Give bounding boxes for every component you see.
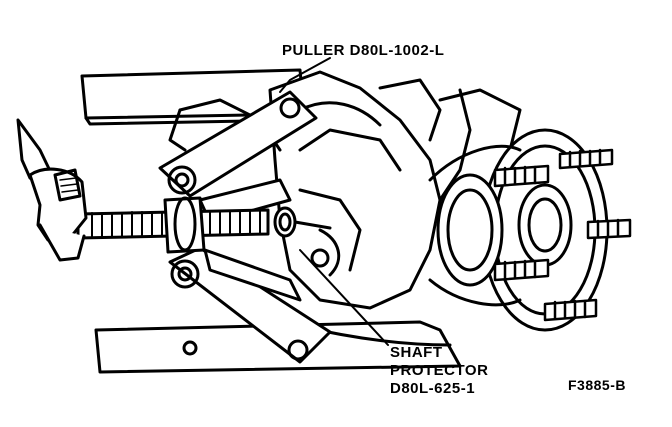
forcing-screw (76, 196, 270, 254)
wheel-studs (493, 148, 632, 322)
puller-label: PULLER D80L-1002-L (282, 42, 445, 59)
shaft-protector (273, 206, 332, 238)
spindle-knuckle (168, 70, 522, 310)
upper-puller-arm (158, 90, 318, 198)
leader-lines (279, 57, 389, 346)
shaft-protector-line-2: PROTECTOR (390, 362, 489, 379)
shaft-protector-line-1: SHAFT (390, 344, 443, 361)
shaft-protector-line-3: D80L-625-1 (390, 380, 476, 397)
lower-puller-arm (168, 246, 332, 364)
adjustable-wrench (16, 118, 88, 262)
figure-id-label: F3885-B (568, 377, 626, 393)
shaft-protector-label: SHAFT PROTECTOR D80L-625-1 (390, 344, 488, 398)
